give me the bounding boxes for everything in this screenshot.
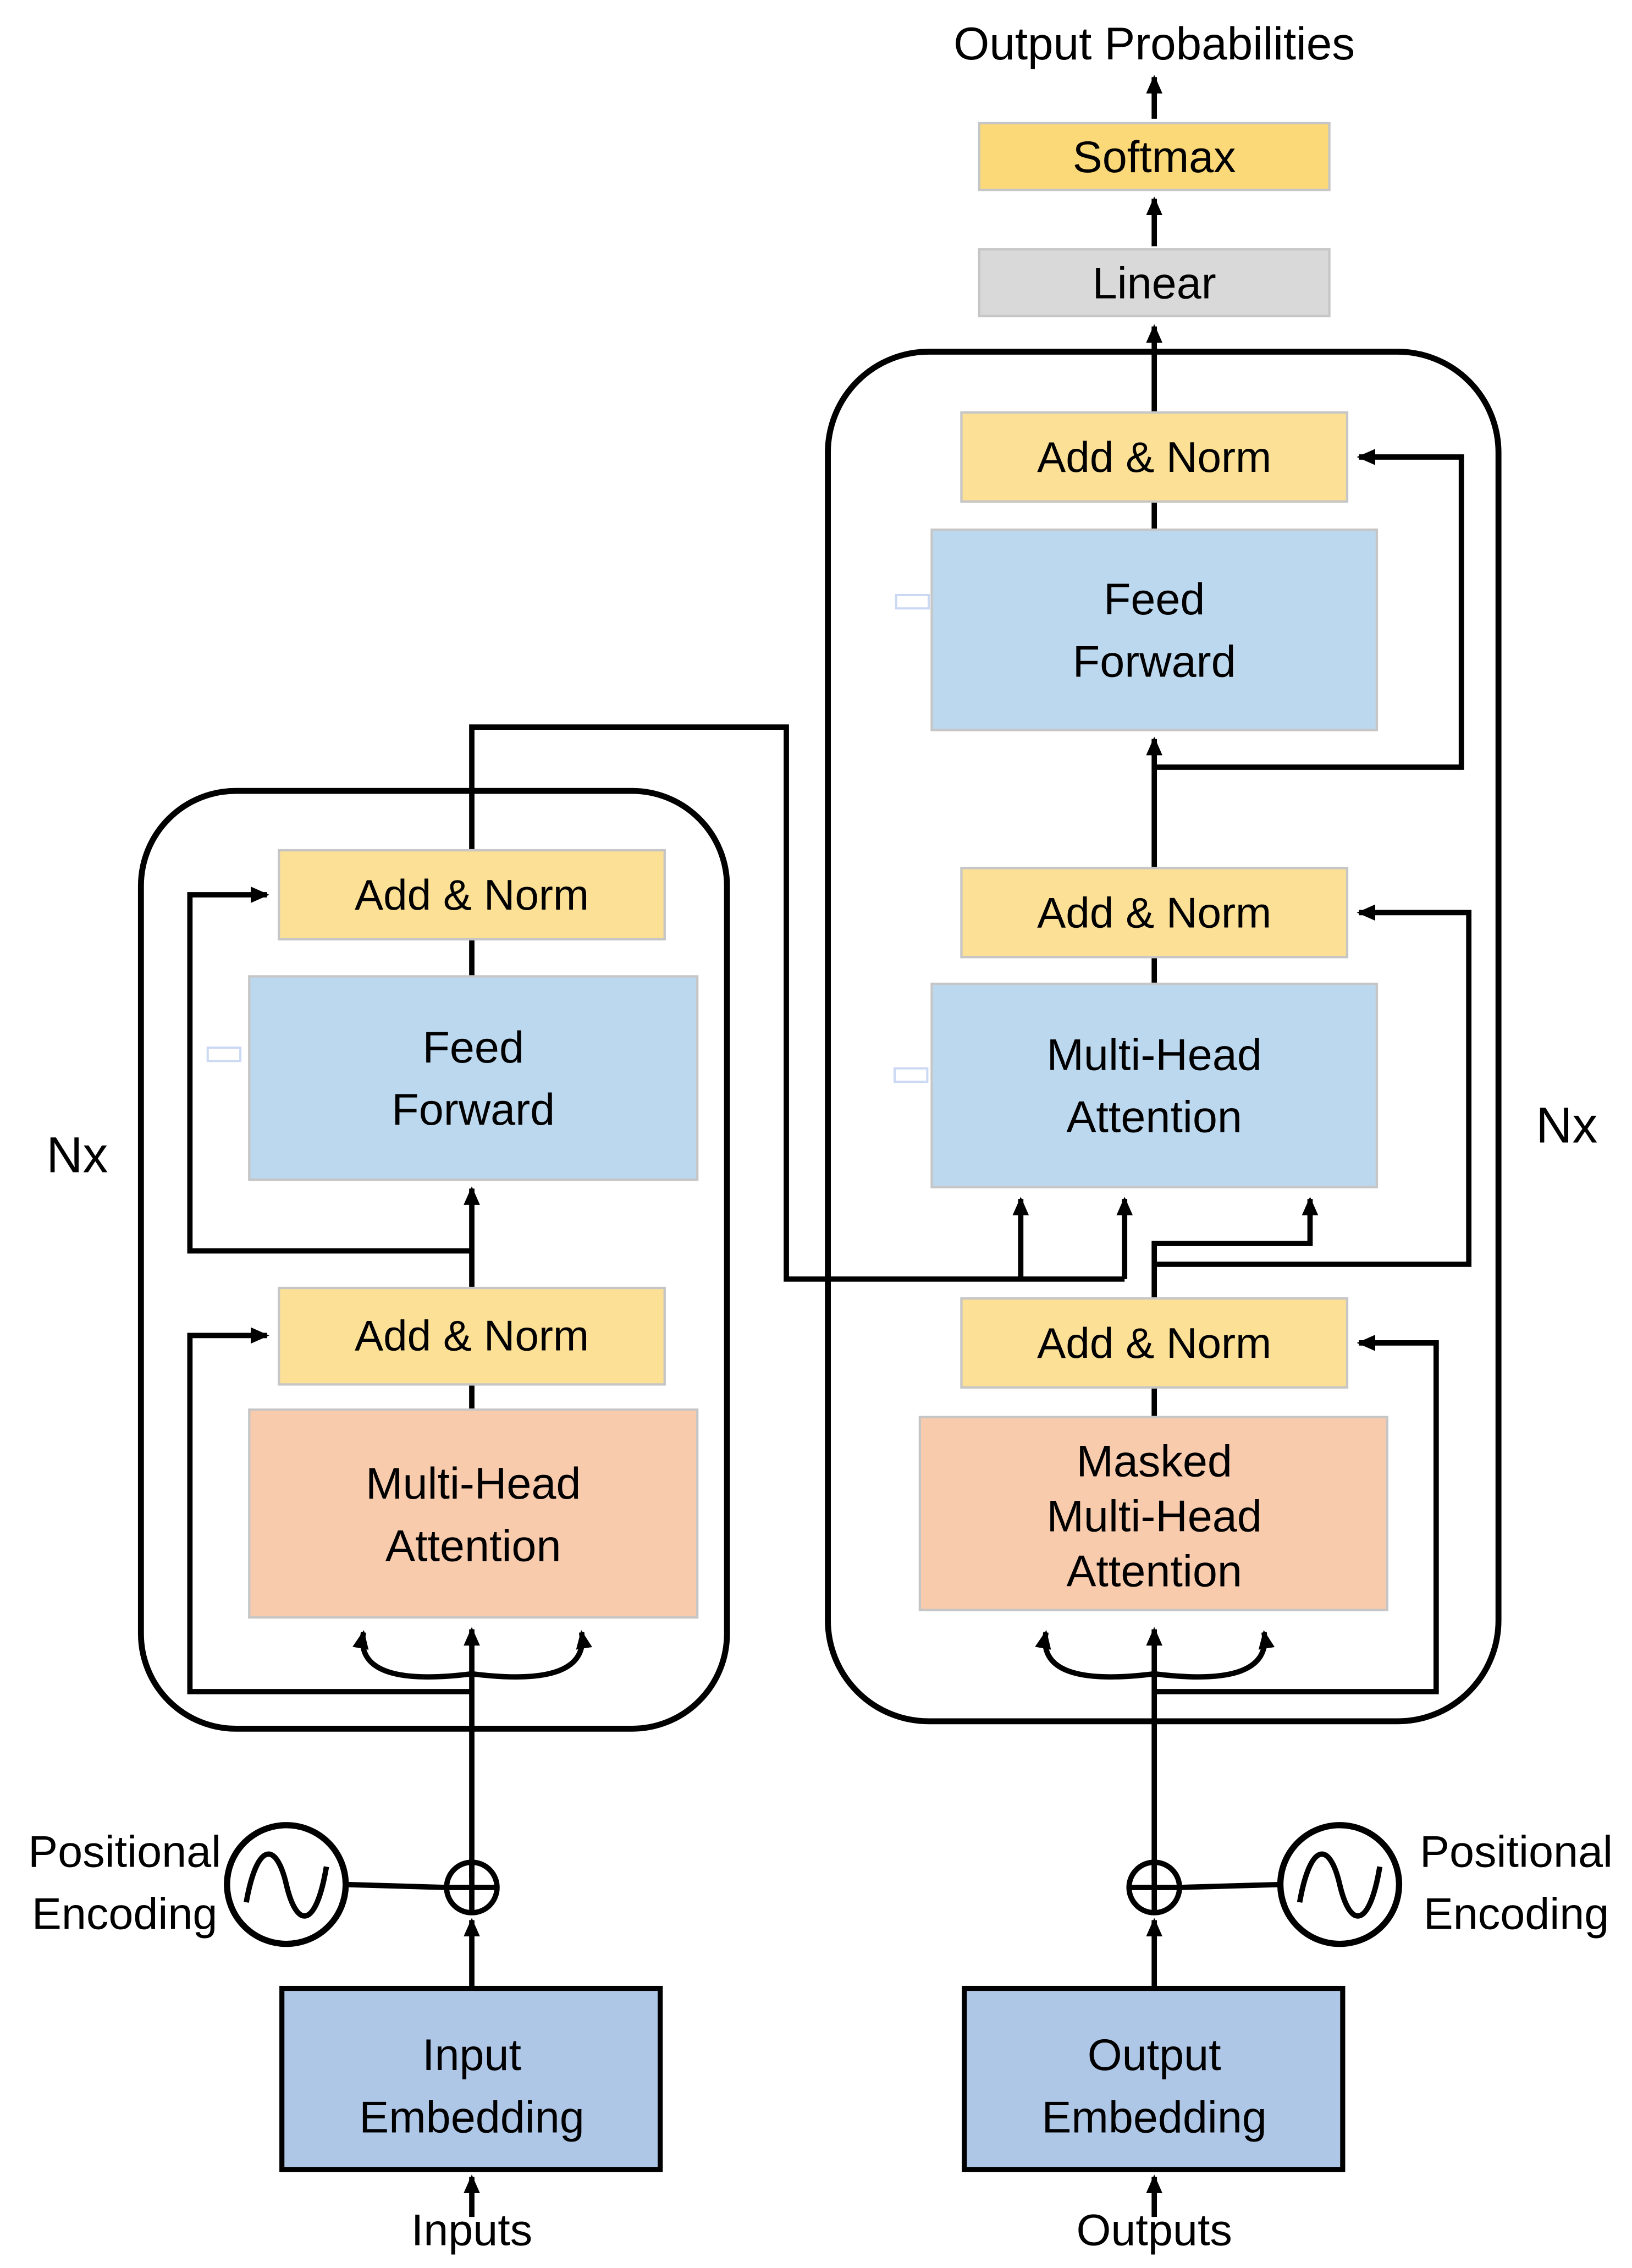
encoder-feed-forward-label-line2: Forward <box>392 1085 555 1135</box>
decoder-feed-forward-box <box>930 529 1379 731</box>
sine-wave-icon <box>244 1851 329 1919</box>
decoder-feed-forward-label-line2: Forward <box>1073 637 1236 686</box>
qkv-right-arc-arrow <box>1154 1630 1275 1680</box>
sine-wave-icon <box>1297 1851 1383 1919</box>
positional-encoding-right-group: Positional Encoding <box>1126 1822 1613 1947</box>
encoder-feed-forward-label-line1: Feed <box>422 1023 523 1072</box>
linear-box <box>978 248 1331 317</box>
input-embedding-box <box>279 1985 663 2172</box>
masked-mha-label-line1: Masked <box>1076 1437 1232 1487</box>
positional-encoding-left-group: Positional Encoding <box>28 1822 500 1947</box>
add-symbol <box>1129 1862 1180 1913</box>
decoder-masked-attn-residual-wire <box>1154 1335 1439 1694</box>
decoder-add-norm-2-label: Add & Norm <box>1037 888 1271 937</box>
decoder-mha-label-line2: Attention <box>1066 1093 1242 1142</box>
decoder-add-norm-1-label: Add & Norm <box>1037 1319 1271 1367</box>
positional-encoding-left-label-line2: Encoding <box>32 1890 218 1939</box>
qkv-left-arc-arrow <box>1035 1630 1155 1680</box>
encoder-add-norm-2-box <box>278 849 666 941</box>
add-symbol <box>446 1862 497 1913</box>
positional-encoding-left-label-line1: Positional <box>28 1827 221 1876</box>
decoder-multi-head-attention-box <box>930 982 1379 1188</box>
softmax-box <box>978 122 1331 191</box>
encoder-mha-label-line2: Attention <box>385 1521 561 1571</box>
output-embedding-label-line1: Output <box>1088 2030 1221 2080</box>
decoder-add-norm-2-box <box>960 867 1349 959</box>
encoder-mha-label-line1: Multi-Head <box>366 1459 581 1509</box>
linear-label: Linear <box>1093 258 1216 308</box>
decoder-feed-forward-label-line1: Feed <box>1104 575 1205 624</box>
encoder-add-norm-2-label: Add & Norm <box>355 871 589 919</box>
render-artifact <box>895 593 930 610</box>
outputs-label: Outputs <box>1076 2205 1232 2255</box>
inputs-label: Inputs <box>411 2205 532 2255</box>
encoder-to-decoder-wire <box>469 724 1125 1282</box>
masked-mha-label-line2: Multi-Head <box>1047 1492 1262 1542</box>
decoder-cross-attn-residual-wire <box>1154 904 1472 1267</box>
input-embedding-label-line1: Input <box>422 2030 521 2080</box>
masked-mha-label-line3: Attention <box>1066 1546 1242 1596</box>
input-embedding-label-line2: Embedding <box>359 2093 584 2142</box>
qkv-left-arc-arrow <box>352 1630 472 1680</box>
render-artifact <box>893 1067 929 1083</box>
positional-encoding-right-label-line2: Encoding <box>1424 1890 1609 1939</box>
output-probabilities-label: Output Probabilities <box>953 18 1355 69</box>
connector-line <box>1179 1881 1281 1890</box>
nx-label-encoder: Nx <box>46 1127 108 1183</box>
decoder-ff-residual-wire <box>1154 449 1464 770</box>
encoder-multi-head-attention-box <box>248 1408 699 1619</box>
encoder-add-norm-1-label: Add & Norm <box>355 1311 589 1359</box>
decoder-add-norm-3-label: Add & Norm <box>1037 433 1271 481</box>
decoder-container <box>825 349 1502 1725</box>
encoder-add-norm-1-box <box>278 1286 666 1386</box>
decoder-add-norm-3-box <box>960 411 1349 503</box>
decoder-mha-label-line1: Multi-Head <box>1047 1030 1262 1080</box>
output-embedding-box <box>962 1985 1346 2172</box>
qkv-right-arc-arrow <box>471 1630 592 1680</box>
softmax-label: Softmax <box>1073 133 1236 182</box>
nx-label-decoder: Nx <box>1536 1098 1597 1154</box>
encoder-attn-residual-wire <box>187 1327 472 1694</box>
connector-line <box>345 1881 447 1890</box>
decoder-add-norm-1-box <box>960 1297 1349 1389</box>
encoder-ff-residual-wire <box>187 887 472 1254</box>
encoder-container <box>137 788 730 1732</box>
render-artifact <box>206 1046 242 1063</box>
masked-multi-head-attention-box <box>918 1416 1388 1611</box>
positional-encoding-right-label-line1: Positional <box>1420 1827 1613 1876</box>
output-embedding-label-line2: Embedding <box>1041 2093 1266 2142</box>
encoder-feed-forward-box <box>248 975 699 1181</box>
cross-attention-query-wire <box>1151 1197 1319 1298</box>
